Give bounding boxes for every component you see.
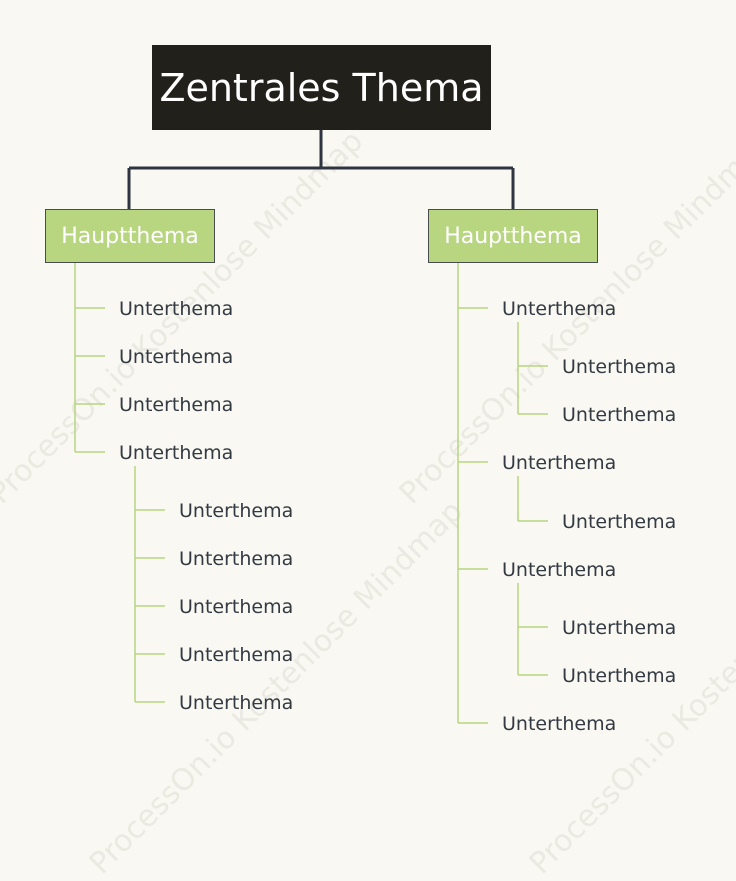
- main-topic-right[interactable]: Hauptthema: [428, 209, 598, 263]
- sub-subtopic[interactable]: Unterthema: [179, 548, 294, 570]
- sub-subtopic[interactable]: Unterthema: [179, 596, 294, 618]
- sub-subtopic[interactable]: Unterthema: [562, 665, 677, 687]
- sub-subtopic[interactable]: Unterthema: [179, 500, 294, 522]
- sub-subtopic[interactable]: Unterthema: [179, 692, 294, 714]
- sub-subtopic[interactable]: Unterthema: [562, 511, 677, 533]
- subtopic[interactable]: Unterthema: [502, 713, 617, 735]
- subtopic[interactable]: Unterthema: [119, 346, 234, 368]
- main-topic-left[interactable]: Hauptthema: [45, 209, 215, 263]
- subtopic[interactable]: Unterthema: [502, 298, 617, 320]
- sub-subtopic[interactable]: Unterthema: [562, 356, 677, 378]
- connector-lines: [74, 130, 548, 724]
- sub-subtopic[interactable]: Unterthema: [562, 404, 677, 426]
- subtopic[interactable]: Unterthema: [119, 394, 234, 416]
- subtopic[interactable]: Unterthema: [502, 559, 617, 581]
- subtopic[interactable]: Unterthema: [502, 452, 617, 474]
- sub-subtopic[interactable]: Unterthema: [179, 644, 294, 666]
- subtopic[interactable]: Unterthema: [119, 298, 234, 320]
- central-topic[interactable]: Zentrales Thema: [152, 45, 491, 130]
- subtopic[interactable]: Unterthema: [119, 442, 234, 464]
- sub-subtopic[interactable]: Unterthema: [562, 617, 677, 639]
